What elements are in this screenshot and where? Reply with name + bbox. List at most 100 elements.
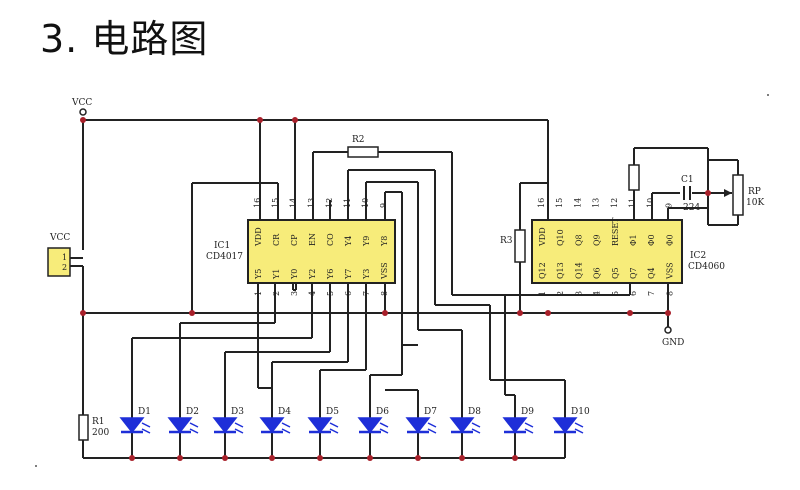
r2-label: R2 (352, 135, 365, 145)
ic2-pin-number: 7 (647, 291, 656, 296)
led-diode: D2 (167, 405, 199, 440)
ic1-pin-number: 1 (254, 291, 263, 296)
led-label: D2 (186, 407, 199, 417)
svg-text:1: 1 (62, 253, 67, 262)
led-label: D1 (138, 407, 151, 417)
ic2-pin-number: 8 (665, 291, 674, 296)
vcc-connector-label: VCC (49, 233, 70, 243)
ic1-pin-number: 11 (343, 198, 352, 208)
ic1-pin-name: VSS (380, 262, 389, 280)
ic2-pin-name: Q5 (611, 267, 620, 279)
ic1-pin-name: Y8 (380, 236, 389, 247)
ic2-pin-number: 12 (610, 198, 619, 208)
ic2-label: IC2 (690, 251, 706, 261)
led-diode: D7 (405, 405, 437, 440)
resistor-r2: R2 (347, 135, 379, 158)
ic2-pin-name: Q14 (574, 262, 583, 279)
ground-symbol: GND (662, 326, 684, 348)
vcc-terminal: VCC (71, 98, 92, 116)
ic1-pin-number: 7 (362, 291, 371, 296)
ic2-part: CD4060 (688, 262, 725, 272)
ic2-pin-number: 3 (574, 291, 583, 296)
led-diode: D6 (357, 405, 389, 440)
ic1-pin-number: 9 (379, 203, 388, 208)
ic1-pin-number: 16 (253, 198, 262, 208)
vcc-connector: 1 2 VCC (47, 233, 71, 277)
junction-dots (80, 117, 711, 461)
ic1-pin-name: Y5 (254, 269, 263, 280)
led-label: D9 (521, 407, 534, 417)
ic1-pin-number: 5 (326, 291, 335, 296)
led-diode: D4 (259, 405, 291, 440)
wires (70, 119, 739, 459)
led-diode: D9 (502, 405, 534, 440)
ic1-pin-number: 12 (325, 198, 334, 208)
ic2-pin-name: Q9 (593, 234, 602, 246)
gnd-label: GND (662, 338, 684, 348)
ic2-pin-number: 16 (537, 198, 546, 208)
ic2-pin-name: VDD (538, 227, 547, 247)
stray-mark (767, 94, 769, 96)
r3-label: R3 (500, 236, 513, 246)
ic2-pin-number: 10 (646, 198, 655, 208)
ic1-pin-name: Y1 (272, 269, 281, 280)
ic1-pin-number: 6 (344, 291, 353, 296)
ic2-pin-name: Φ1 (629, 234, 638, 246)
ic2-pin-name: Q13 (556, 262, 565, 279)
ic1-pin-number: 2 (272, 291, 281, 296)
ic2-pin-number: 15 (555, 198, 564, 208)
led-diode: D10 (552, 405, 590, 440)
page-title: 3. 电路图 (40, 17, 209, 61)
ic1-pin-name: CO (326, 233, 335, 246)
ic2-pin-number: 1 (538, 291, 547, 296)
ic2-pin-name: Q12 (538, 262, 547, 279)
ic1-pin-name: EN (308, 233, 317, 246)
rp-label: RP (748, 187, 761, 197)
ic2-pin-number: 6 (629, 291, 638, 296)
led-label: D4 (278, 407, 291, 417)
ic2-pin-number: 14 (573, 198, 582, 208)
ic1-pin-name: CP (290, 234, 299, 246)
resistor-osc (628, 164, 640, 191)
led-diode: D8 (449, 405, 481, 440)
stray-mark (35, 465, 37, 467)
led-diode: D3 (212, 405, 244, 440)
capacitor-c1: C1 224 (681, 175, 700, 213)
ic1-pin-name: Y7 (344, 269, 353, 280)
ic1-pin-number: 15 (271, 198, 280, 208)
c1-value: 224 (683, 203, 700, 213)
led-label: D3 (231, 407, 244, 417)
ic2-pin-name: Q6 (593, 267, 602, 279)
ic1-pin-name: CR (272, 233, 281, 246)
r1-label: R1 (92, 417, 105, 427)
vcc-top-label: VCC (71, 98, 92, 108)
ic1-pin-number: 13 (307, 198, 316, 208)
ic1-pin-name: Y0 (290, 269, 299, 280)
ic2-pin-name: VSS (665, 262, 674, 280)
ic1-pin-number: 14 (289, 198, 298, 208)
ic1-part: CD4017 (206, 252, 243, 262)
r1-value: 200 (92, 428, 109, 438)
ic2-pin-number: 2 (556, 291, 565, 296)
ic1-pin-number: 10 (361, 198, 370, 208)
svg-text:2: 2 (62, 263, 67, 272)
ic1-pin-name: Y9 (362, 236, 371, 247)
resistor-r1: R1 200 (78, 414, 109, 441)
ic1-pin-number: 3 (290, 291, 299, 296)
led-label: D8 (468, 407, 481, 417)
resistor-r3: R3 (500, 229, 526, 263)
ic2-pin-name: Q7 (629, 267, 638, 279)
ic1-pin-name: Y3 (362, 269, 371, 280)
led-label: D10 (571, 407, 590, 417)
ic1-pin-name: Y6 (326, 269, 335, 280)
ic1-pin-number: 8 (380, 291, 389, 296)
led-label: D7 (424, 407, 437, 417)
ic2-pin-name: Φ0 (647, 234, 656, 246)
ic2-pin-number: 4 (593, 291, 602, 296)
led-label: D6 (376, 407, 389, 417)
c1-label: C1 (681, 175, 694, 185)
ic2-pin-name: RESET (611, 217, 620, 246)
ic2-pin-number: 5 (611, 291, 620, 296)
